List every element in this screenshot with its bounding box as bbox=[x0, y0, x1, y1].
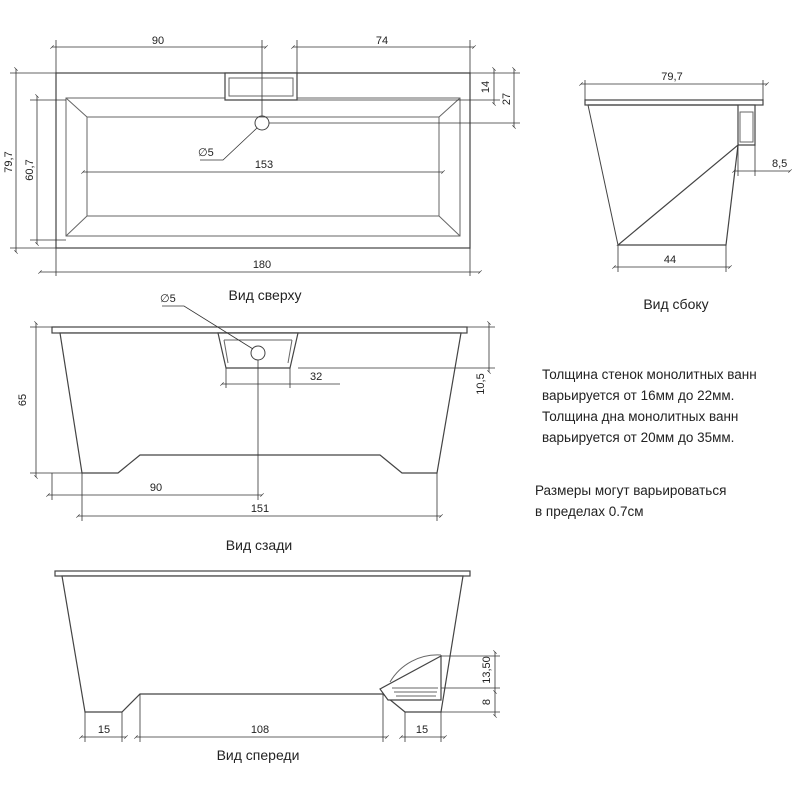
dim-top-right-len: 74 bbox=[376, 35, 388, 47]
note-line: Толщина стенок монолитных ванн bbox=[542, 367, 757, 382]
drain-leader-line bbox=[200, 127, 258, 161]
front-view-overflow-detail bbox=[389, 654, 442, 697]
wall-thickness-note: Толщина стенок монолитных ванн варьирует… bbox=[542, 364, 757, 448]
caption-back-view: Вид сзади bbox=[226, 537, 292, 553]
back-view: ∅5 65 10,5 32 90 151 Вид сзади bbox=[17, 293, 495, 553]
note-line: Размеры могут варьироваться bbox=[535, 483, 727, 498]
side-view-overflow bbox=[739, 111, 754, 143]
caption-side-view: Вид сбоку bbox=[643, 296, 708, 312]
dim-top-total-len: 180 bbox=[253, 259, 271, 271]
dim-front-foot-right: 15 bbox=[416, 724, 428, 736]
dim-front-overflow-h: 13,50 bbox=[481, 656, 493, 684]
top-view-overflow-inner bbox=[228, 77, 294, 97]
side-view-wall bbox=[587, 104, 619, 246]
note-line: в пределах 0.7см bbox=[535, 504, 644, 519]
caption-front-view: Вид спереди bbox=[217, 747, 300, 763]
top-view-basin-floor bbox=[86, 116, 440, 217]
dim-top-drain-h: 14 bbox=[480, 81, 492, 93]
dim-front-foot-left: 15 bbox=[98, 724, 110, 736]
front-view: 13,50 8 15 108 15 Вид спереди bbox=[54, 570, 500, 763]
dim-back-drain-diameter: ∅5 bbox=[160, 293, 176, 305]
dim-side-overflow-w: 8,5 bbox=[772, 158, 787, 170]
dim-back-height: 65 bbox=[17, 394, 29, 406]
back-drain-leader bbox=[162, 305, 254, 350]
caption-top-view: Вид сверху bbox=[229, 287, 302, 303]
dim-front-base-len: 108 bbox=[251, 724, 269, 736]
back-view-drain-inner bbox=[223, 339, 293, 364]
dim-side-bottom-width: 44 bbox=[664, 254, 676, 266]
dim-top-drain-diameter: ∅5 bbox=[198, 147, 214, 159]
dim-back-drain-width: 32 bbox=[310, 371, 322, 383]
dim-back-drain-pos: 90 bbox=[150, 482, 162, 494]
back-view-rim bbox=[51, 326, 468, 334]
side-view: 79,7 8,5 44 Вид сбоку bbox=[579, 71, 792, 312]
dim-front-overflow-low: 8 bbox=[481, 699, 493, 705]
note-line: варьируется от 20мм до 35мм. bbox=[542, 430, 735, 445]
dim-back-drain-offset: 10,5 bbox=[475, 373, 487, 394]
dim-top-width-outer: 79,7 bbox=[3, 151, 15, 172]
note-line: Толщина дна монолитных ванн bbox=[542, 409, 739, 424]
dim-top-left-len: 90 bbox=[152, 35, 164, 47]
dim-side-top-width: 79,7 bbox=[661, 71, 682, 83]
dim-top-rim-depth: 27 bbox=[501, 93, 513, 105]
top-view-outer-rim bbox=[55, 72, 471, 249]
top-view-slopes bbox=[65, 97, 461, 237]
side-view-rim bbox=[584, 99, 764, 106]
tolerance-note: Размеры могут варьироваться в пределах 0… bbox=[535, 480, 726, 522]
front-view-overflow bbox=[379, 654, 442, 701]
front-view-rim bbox=[54, 570, 471, 577]
dim-top-width-inner: 60,7 bbox=[24, 159, 36, 180]
dim-top-inner-len: 153 bbox=[255, 159, 273, 171]
dim-back-bottom-len: 151 bbox=[251, 503, 269, 515]
note-line: варьируется от 16мм до 22мм. bbox=[542, 388, 735, 403]
top-view: ∅5 90 74 14 27 79,7 60,7 153 180 bbox=[3, 35, 520, 303]
